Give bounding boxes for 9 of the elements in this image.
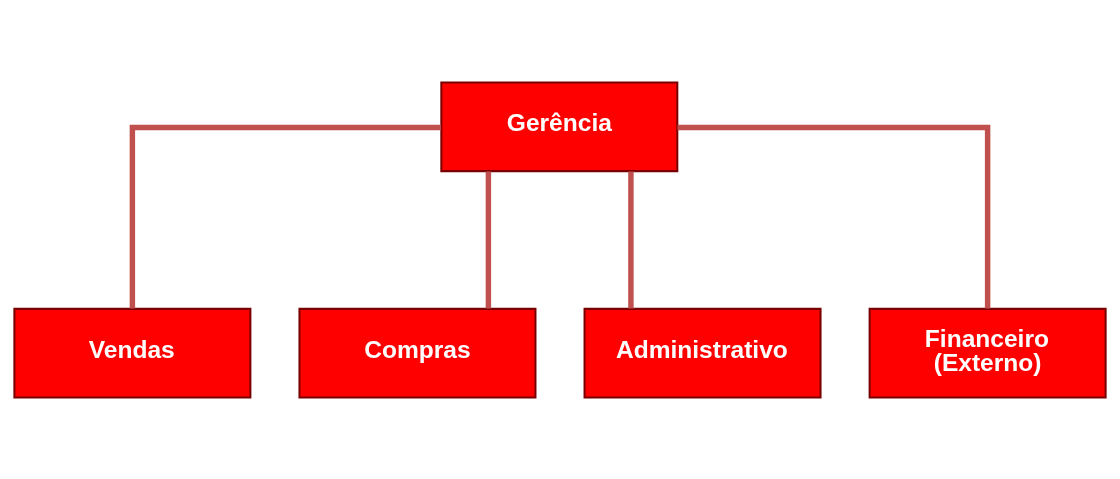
node-box: Vendas	[13, 307, 252, 399]
node-box: Compras	[298, 307, 537, 399]
node-box: Gerência	[440, 80, 679, 172]
connector	[485, 171, 492, 309]
connector	[129, 124, 441, 309]
node-box: Administrativo	[583, 307, 822, 399]
node-box: Financeiro (Externo)	[868, 307, 1107, 399]
connector	[628, 171, 634, 309]
connector	[677, 124, 991, 309]
